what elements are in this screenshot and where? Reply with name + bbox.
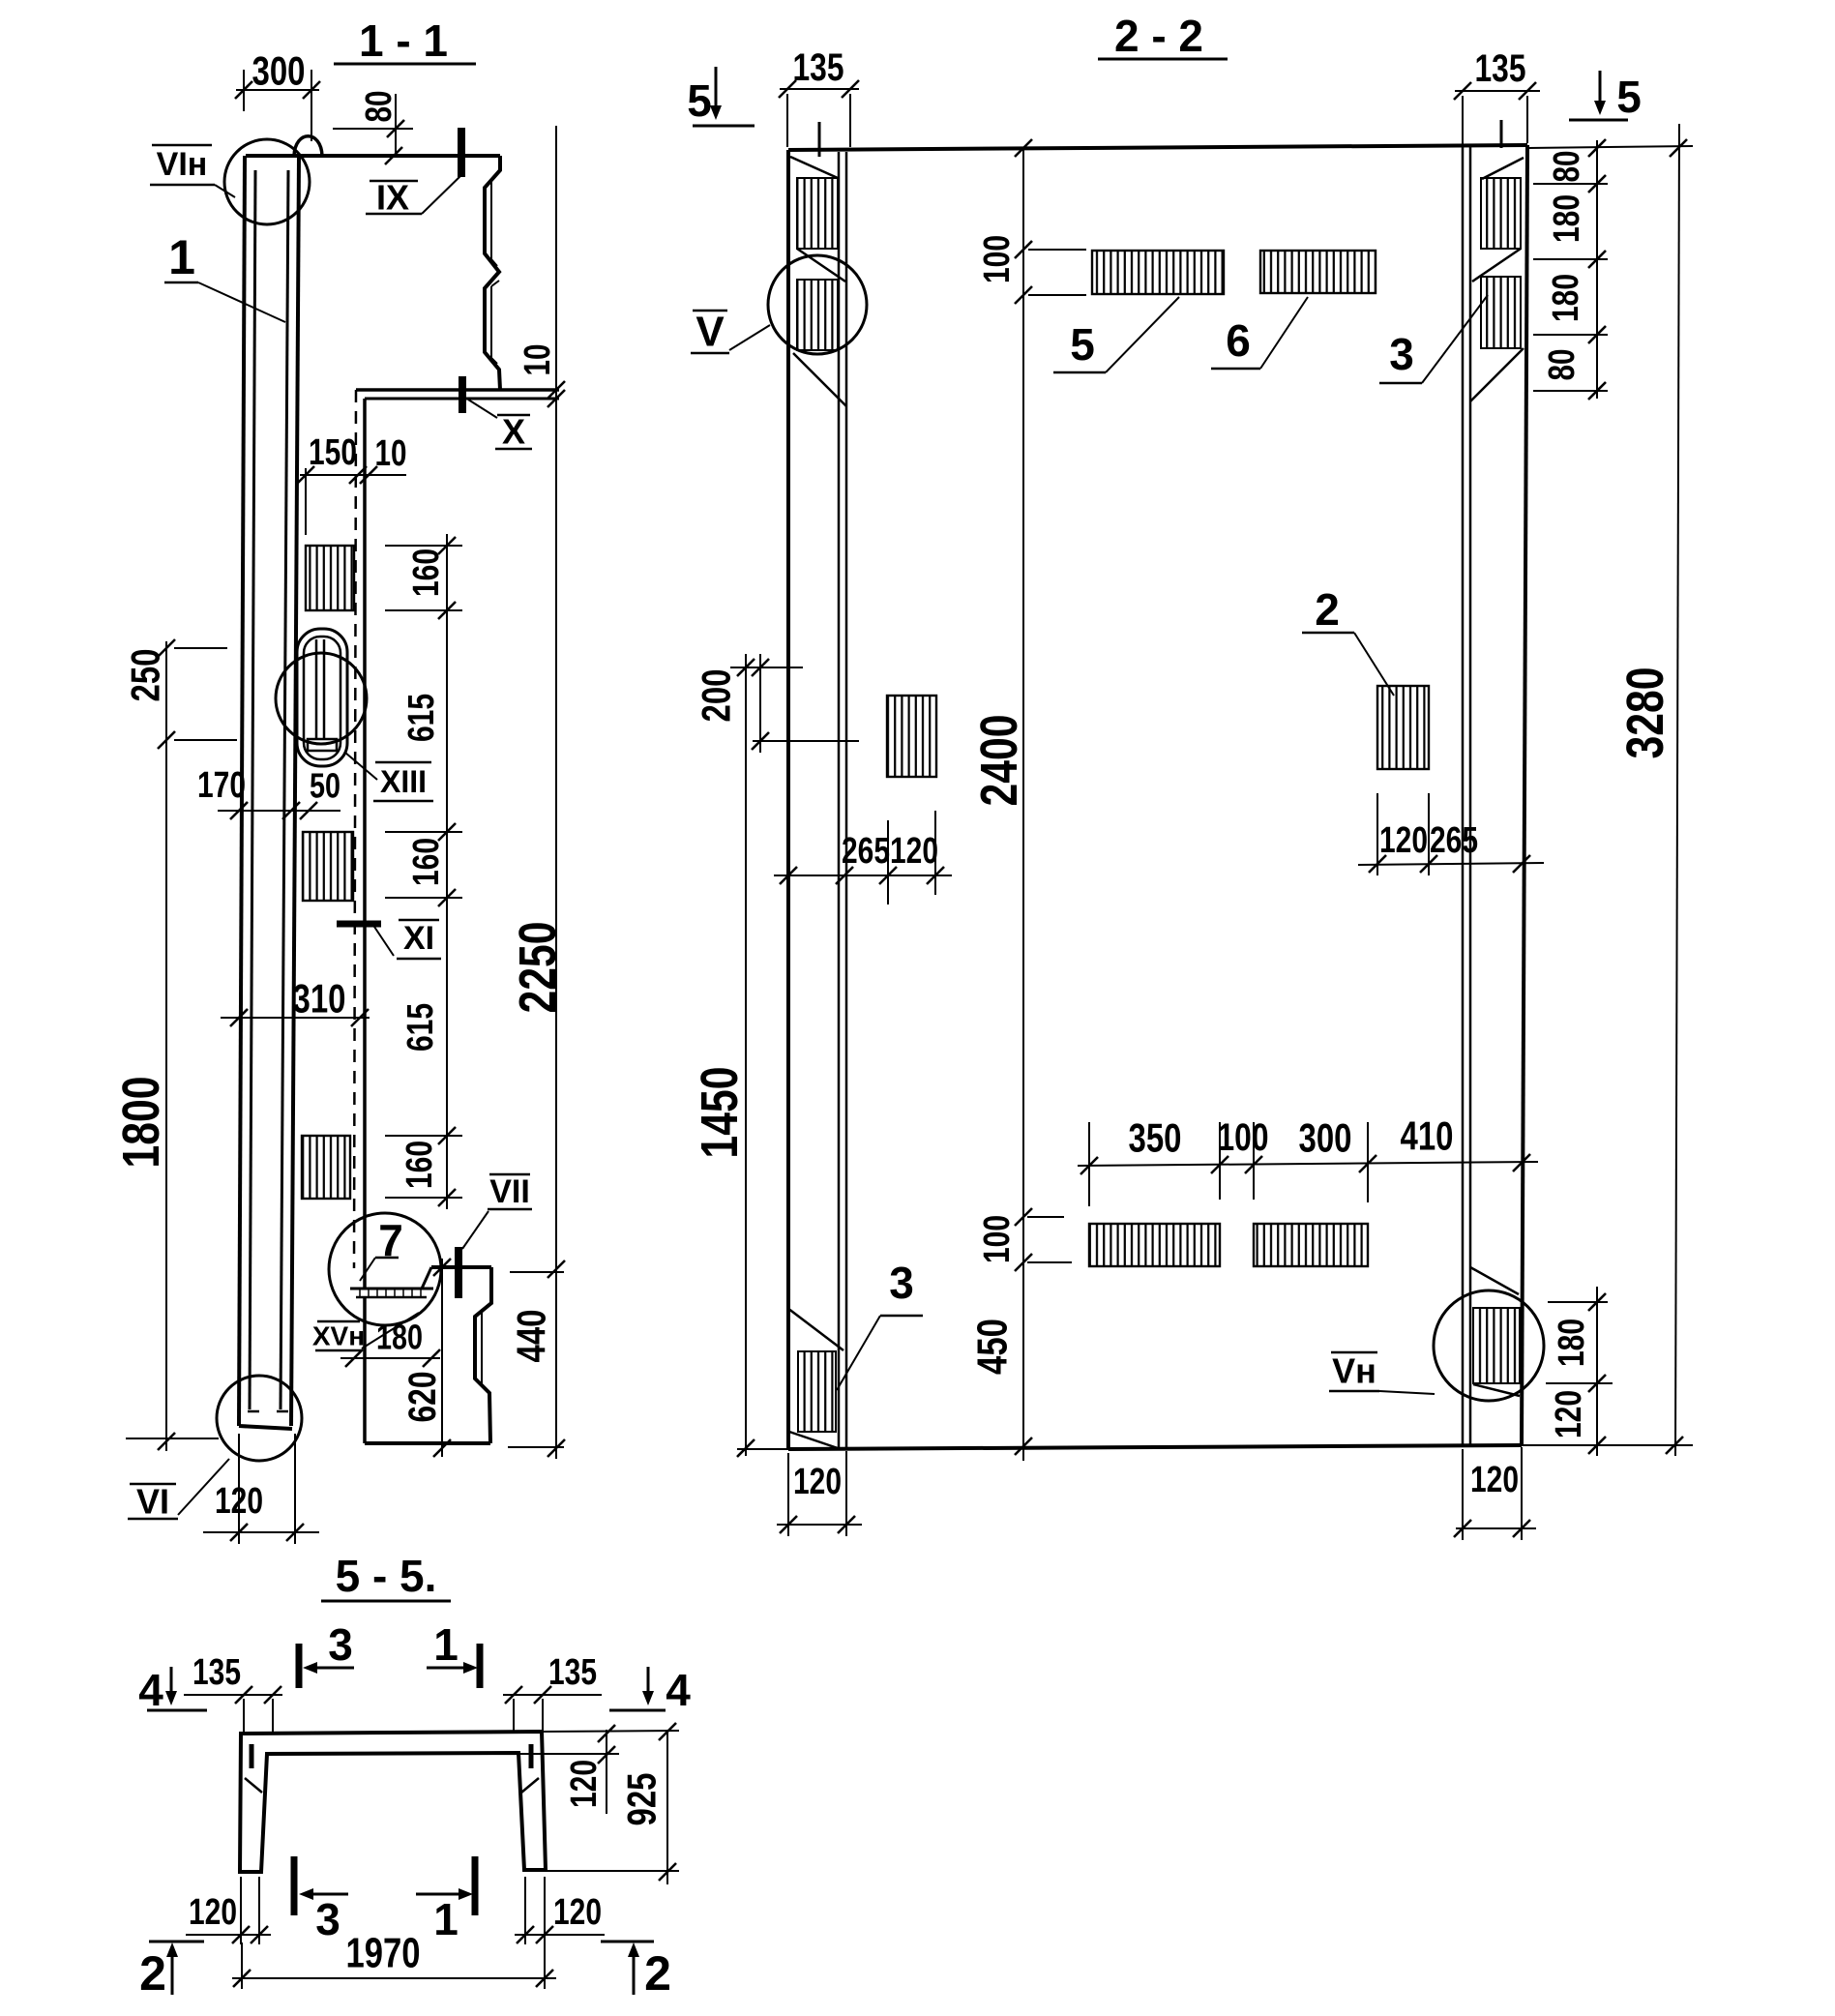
svg-text:3: 3 xyxy=(328,1619,353,1670)
svg-text:120: 120 xyxy=(1470,1460,1519,1500)
svg-text:3: 3 xyxy=(315,1894,340,1944)
svg-text:4: 4 xyxy=(138,1665,163,1715)
svg-text:150: 150 xyxy=(309,432,357,473)
svg-text:620: 620 xyxy=(401,1372,444,1423)
svg-text:VIн: VIн xyxy=(157,146,208,183)
svg-text:2250: 2250 xyxy=(509,922,567,1014)
svg-text:120: 120 xyxy=(189,1892,237,1933)
svg-text:615: 615 xyxy=(401,694,442,742)
svg-text:300: 300 xyxy=(252,48,306,94)
svg-text:2: 2 xyxy=(1315,584,1340,635)
svg-text:120: 120 xyxy=(553,1892,602,1933)
svg-text:80: 80 xyxy=(1547,151,1587,183)
svg-text:310: 310 xyxy=(293,976,346,1022)
svg-text:3280: 3280 xyxy=(1616,667,1674,759)
svg-text:300: 300 xyxy=(1299,1115,1352,1161)
svg-text:3: 3 xyxy=(1389,329,1414,379)
svg-text:925: 925 xyxy=(619,1773,665,1826)
svg-text:1: 1 xyxy=(433,1619,459,1670)
svg-text:160: 160 xyxy=(400,1141,440,1189)
svg-text:1970: 1970 xyxy=(346,1930,421,1977)
svg-text:120: 120 xyxy=(793,1462,842,1502)
svg-text:XVн: XVн xyxy=(312,1321,365,1351)
svg-text:100: 100 xyxy=(1218,1116,1269,1159)
svg-text:2: 2 xyxy=(139,1946,166,2001)
svg-text:615: 615 xyxy=(400,1003,441,1052)
svg-text:160: 160 xyxy=(406,838,447,886)
svg-text:135: 135 xyxy=(793,46,844,89)
svg-text:250: 250 xyxy=(123,649,168,702)
svg-text:5 - 5.: 5 - 5. xyxy=(336,1551,437,1601)
svg-text:350: 350 xyxy=(1129,1115,1182,1161)
svg-text:2: 2 xyxy=(644,1946,671,2001)
svg-text:1 - 1: 1 - 1 xyxy=(359,15,448,66)
svg-text:450: 450 xyxy=(969,1319,1017,1375)
svg-text:5: 5 xyxy=(1616,72,1642,122)
svg-text:V: V xyxy=(696,309,725,356)
svg-text:120: 120 xyxy=(564,1760,605,1808)
svg-text:IX: IX xyxy=(376,178,409,218)
svg-text:XI: XI xyxy=(403,920,434,957)
svg-text:200: 200 xyxy=(694,669,739,723)
svg-text:180: 180 xyxy=(1547,194,1587,243)
svg-text:120: 120 xyxy=(890,831,938,872)
svg-text:160: 160 xyxy=(406,548,447,597)
svg-text:1800: 1800 xyxy=(112,1077,170,1169)
svg-text:265: 265 xyxy=(1430,820,1478,861)
svg-text:410: 410 xyxy=(1401,1113,1454,1159)
svg-text:80: 80 xyxy=(1542,349,1583,381)
svg-text:10: 10 xyxy=(518,344,558,376)
svg-text:Vн: Vн xyxy=(1332,1351,1376,1391)
svg-text:1: 1 xyxy=(433,1894,459,1944)
svg-text:10: 10 xyxy=(375,433,407,474)
svg-text:50: 50 xyxy=(310,766,340,806)
svg-text:120: 120 xyxy=(215,1481,263,1522)
svg-text:X: X xyxy=(502,412,525,452)
svg-text:XIII: XIII xyxy=(380,764,427,799)
svg-text:100: 100 xyxy=(977,235,1018,283)
svg-text:135: 135 xyxy=(1475,47,1526,90)
svg-text:80: 80 xyxy=(359,91,400,123)
svg-text:3: 3 xyxy=(889,1258,914,1308)
svg-text:180: 180 xyxy=(1546,274,1586,322)
svg-text:135: 135 xyxy=(192,1652,241,1693)
svg-text:1: 1 xyxy=(168,230,195,284)
svg-text:170: 170 xyxy=(197,765,246,806)
svg-text:135: 135 xyxy=(548,1652,597,1693)
svg-text:1450: 1450 xyxy=(691,1067,749,1159)
svg-text:6: 6 xyxy=(1226,315,1251,366)
svg-text:120: 120 xyxy=(1549,1390,1589,1438)
svg-text:100: 100 xyxy=(977,1215,1018,1263)
svg-text:120: 120 xyxy=(1379,820,1428,861)
svg-text:180: 180 xyxy=(1552,1319,1592,1367)
svg-text:2 - 2: 2 - 2 xyxy=(1114,11,1203,61)
svg-text:5: 5 xyxy=(1070,319,1095,370)
svg-text:265: 265 xyxy=(842,831,890,872)
svg-text:2400: 2400 xyxy=(970,715,1028,807)
svg-text:VI: VI xyxy=(136,1482,169,1522)
svg-text:440: 440 xyxy=(509,1310,554,1363)
svg-text:5: 5 xyxy=(687,75,712,126)
svg-text:4: 4 xyxy=(666,1665,691,1715)
svg-text:VII: VII xyxy=(489,1173,530,1210)
